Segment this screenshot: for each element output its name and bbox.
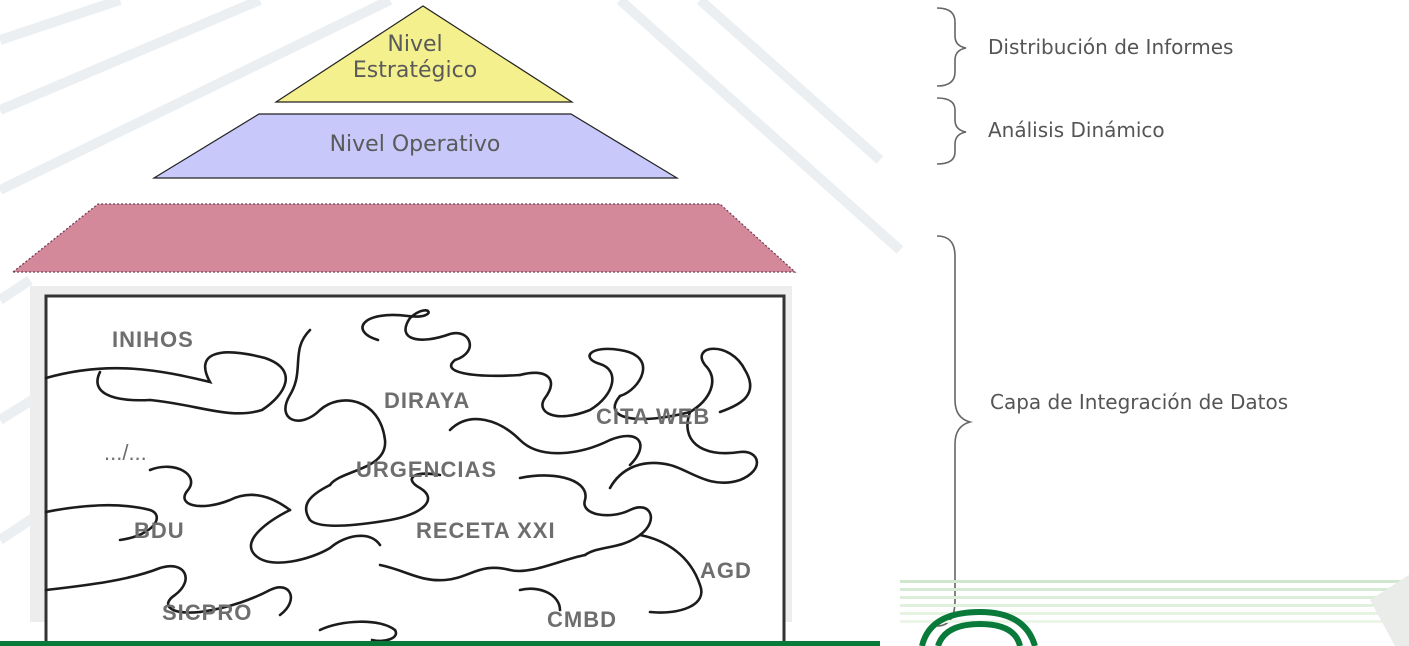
analysis-brace bbox=[936, 97, 967, 165]
strategic-level-triangle bbox=[273, 5, 575, 103]
strategic-label-line1: Nivel bbox=[387, 32, 443, 57]
puzzle-piece-diraya: DIRAYA bbox=[384, 388, 471, 413]
puzzle-seams bbox=[44, 309, 759, 643]
puzzle-piece-inihos: INIHOS bbox=[112, 327, 194, 352]
footer-stripes bbox=[900, 575, 1409, 646]
reports-brace bbox=[936, 7, 967, 87]
background-texture bbox=[0, 0, 904, 545]
strategic-level-label: Nivel Estratégico bbox=[330, 32, 500, 84]
integration-layer-trapezoid bbox=[11, 203, 797, 273]
strategic-label-line2: Estratégico bbox=[352, 58, 478, 83]
puzzle-piece-cmbd: CMBD bbox=[547, 607, 617, 632]
puzzle-piece-sicpro: SICPRO bbox=[162, 600, 253, 625]
dynamic-analysis-label: Análisis Dinámico bbox=[988, 118, 1165, 142]
puzzle-piece-agd: AGD bbox=[700, 558, 752, 583]
operative-level-label: Nivel Operativo bbox=[329, 132, 501, 157]
operative-level-trapezoid bbox=[151, 113, 680, 179]
puzzle-frame bbox=[44, 294, 786, 646]
puzzle-piece-cita-web: CITA WEB bbox=[596, 404, 711, 429]
puzzle-piece-urgencias: URGENCIAS bbox=[356, 457, 498, 482]
integration-brace bbox=[936, 235, 974, 627]
puzzle-piece-etc: .../... bbox=[104, 440, 147, 465]
footer-bar bbox=[0, 641, 880, 646]
logo-icon bbox=[919, 608, 1038, 646]
reports-distribution-label: Distribución de Informes bbox=[988, 35, 1234, 59]
puzzle-piece-bdu: BDU bbox=[134, 518, 185, 543]
puzzle-piece-receta-xxi: RECETA XXI bbox=[416, 518, 556, 543]
data-integration-layer-label: Capa de Integración de Datos bbox=[990, 390, 1289, 414]
